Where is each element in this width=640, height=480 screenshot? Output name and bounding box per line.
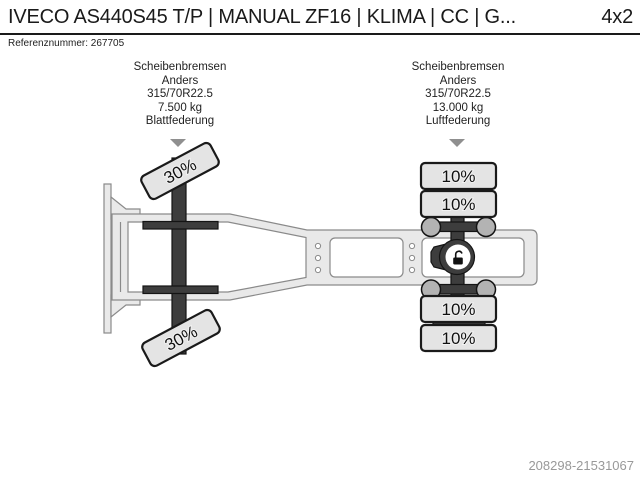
crossmember-hole — [314, 242, 322, 250]
page-title: IVECO AS440S45 T/P | MANUAL ZF16 | KLIMA… — [8, 6, 516, 28]
spec-line: Blattfederung — [145, 115, 215, 127]
spec-line: Anders — [161, 74, 199, 87]
rear-wheel-outer-bottom: 10% — [419, 323, 498, 353]
rear-wheel-outer-top: 10% — [419, 161, 498, 191]
crossmember-hole — [408, 254, 416, 262]
spec-line: Scheibenbremsen — [133, 61, 227, 73]
rear-wheel-inner-top: 10% — [419, 189, 498, 219]
wheel-load-label: 10% — [441, 167, 475, 186]
spec-line: Luftfederung — [425, 115, 491, 127]
spec-line: 7.500 kg — [157, 101, 203, 114]
wheel-load-label: 10% — [441, 195, 475, 214]
reference-number: Referenznummer: 267705 — [8, 38, 125, 49]
rear-axle-spec-label: Scheibenbremsen Anders 315/70R22.5 13.00… — [378, 61, 538, 129]
crossmember-hole — [408, 266, 416, 274]
header-bar: IVECO AS440S45 T/P | MANUAL ZF16 | KLIMA… — [8, 6, 633, 29]
spec-line: 315/70R22.5 — [425, 88, 491, 100]
spec-line: Scheibenbremsen — [411, 61, 505, 73]
front-axle-group: 30% 30% — [140, 141, 221, 368]
spec-line: 315/70R22.5 — [147, 88, 213, 100]
axle-config-badge: 4x2 — [601, 6, 633, 28]
crossmember-hole — [314, 266, 322, 274]
spec-line: Anders — [439, 74, 477, 87]
leaf-spring-bottom — [142, 285, 219, 295]
wheel-load-label: 10% — [441, 300, 475, 319]
wheel-load-label: 10% — [441, 329, 475, 348]
rear-axle-group: 10% 10% 10% 10% — [419, 161, 498, 353]
air-bellow — [420, 216, 442, 238]
leaf-spring-top — [142, 220, 219, 230]
open-padlock-icon — [445, 244, 471, 270]
air-bellow — [475, 216, 497, 238]
header-divider — [0, 33, 640, 35]
down-arrow-icon — [170, 139, 186, 147]
spec-line: 13.000 kg — [432, 101, 484, 114]
image-id-number: 208298-21531067 — [528, 458, 634, 473]
down-arrow-icon — [449, 139, 465, 147]
rear-wheel-inner-bottom: 10% — [419, 294, 498, 324]
crossmember-hole — [314, 254, 322, 262]
front-axle-spec-label: Scheibenbremsen Anders 315/70R22.5 7.500… — [100, 61, 260, 129]
crossmember-hole — [408, 242, 416, 250]
